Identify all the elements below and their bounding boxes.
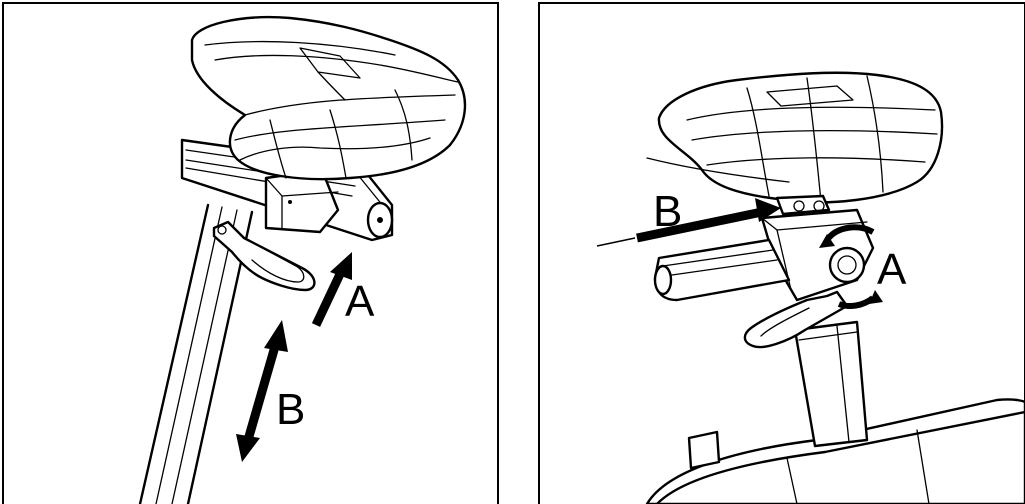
seat-post-icon	[793, 320, 869, 448]
label-b: B	[653, 187, 682, 236]
bike-frame-icon	[645, 398, 1025, 504]
right-panel: B A	[537, 0, 1025, 504]
lever-icon	[743, 290, 849, 349]
label-a: A	[345, 277, 375, 326]
left-diagram: A B	[2, 2, 499, 504]
clamp-block-icon	[653, 208, 875, 302]
right-frame	[538, 2, 1025, 504]
lever-icon	[212, 220, 316, 292]
seat-icon	[190, 16, 467, 181]
right-diagram: B A	[538, 2, 1025, 504]
left-panel: A B	[0, 0, 504, 504]
label-b: B	[276, 385, 305, 434]
arrow-b-icon	[596, 198, 781, 247]
rotation-arrow-icon	[819, 224, 883, 309]
left-frame	[2, 2, 499, 504]
arrow-a-icon	[311, 252, 352, 327]
arrow-b-icon	[236, 320, 288, 462]
seat-icon	[646, 71, 944, 216]
label-a: A	[877, 245, 907, 294]
